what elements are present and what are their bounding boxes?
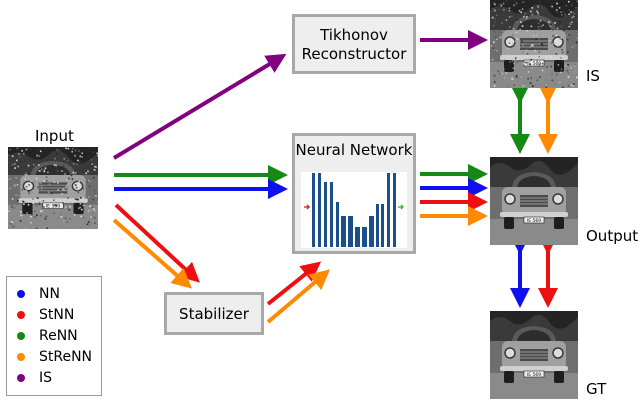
network-output-marker [398,204,404,210]
input-label: Input [35,127,74,145]
legend-item-strenn: StReNN [17,348,92,366]
legend-label-nn: NN [39,286,60,302]
car-photo: IE 569 [8,147,98,229]
tikhonov-label-line2: Reconstructor [301,45,407,63]
legend-item-is: IS [17,369,52,387]
svg-text:IE 569: IE 569 [527,372,541,378]
arrow-input-to-stabilizer-red [114,203,200,283]
car-photo: IE 569 [490,311,578,399]
stabilizer-box: Stabilizer [164,292,264,335]
legend-item-nn: NN [17,285,60,303]
output-image: IE 569 [490,157,578,245]
legend-label-is: IS [39,370,53,386]
network-architecture-icon [301,172,407,248]
stabilizer-label: Stabilizer [179,305,249,323]
legend-dot-strenn [17,353,25,361]
legend-dot-is [17,374,25,382]
neural-network-box: Neural Network [292,133,416,254]
is-image: IE 569 [490,0,578,88]
svg-text:IE 569: IE 569 [527,218,541,224]
car-photo: IE 569 [490,157,578,245]
gt-image: IE 569 [490,311,578,399]
legend: NN StNN ReNN StReNN IS [6,276,102,396]
svg-text:IE 569: IE 569 [527,61,541,67]
car-photo: IE 569 [490,0,578,88]
legend-dot-stnn [17,311,25,319]
legend-label-stnn: StNN [39,307,75,323]
tikhonov-label-line1: Tikhonov [320,26,388,44]
legend-label-strenn: StReNN [39,349,93,365]
output-label: Output [586,227,639,245]
is-label: IS [586,67,600,85]
legend-dot-renn [17,332,25,340]
legend-item-stnn: StNN [17,306,74,324]
arrow-input-to-stabilizer-orange [112,218,193,289]
svg-text:IE 569: IE 569 [46,204,61,210]
neural-network-label: Neural Network [295,141,413,159]
input-image: IE 569 [8,147,98,229]
legend-item-renn: ReNN [17,327,78,345]
arrow-input-to-tikhonov [112,53,287,160]
tikhonov-reconstructor-box: Tikhonov Reconstructor [292,14,416,74]
gt-label: GT [586,380,607,398]
legend-dot-nn [17,290,25,298]
network-input-marker [304,204,310,210]
legend-label-renn: ReNN [39,328,78,344]
arrow-stabilizer-to-network-orange [266,269,331,324]
